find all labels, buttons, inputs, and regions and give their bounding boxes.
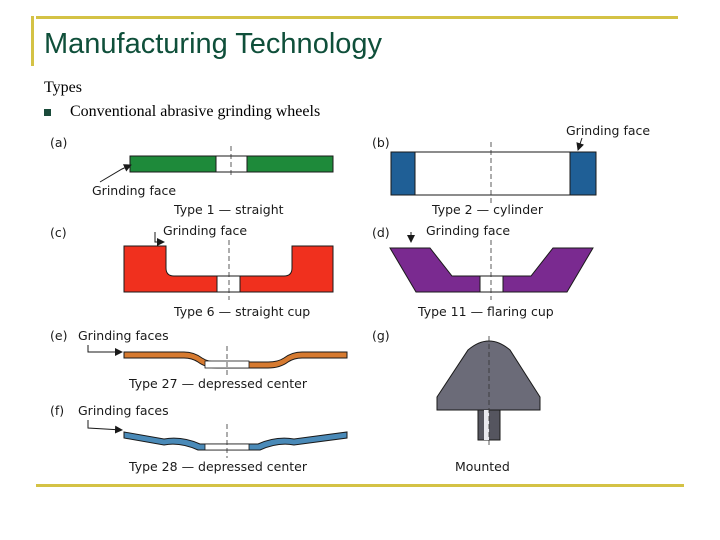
panel-e: (e) Grinding faces Type 27 — depressed c… [50,328,348,391]
panel-b-face-label: Grinding face [566,123,650,138]
panel-c-type-label: Type 6 — straight cup [173,304,310,319]
panel-e-type-label: Type 27 — depressed center [128,376,308,391]
type27-wheel [123,351,348,369]
panel-c-letter: (c) [50,225,67,240]
panel-f-face-label: Grinding faces [78,403,169,418]
panel-d-face-label: Grinding face [426,223,510,238]
panel-c: (c) Grinding face Type 6 — straight cup [50,223,334,319]
panel-b-type-label: Type 2 — cylinder [431,202,544,217]
type6-hole [216,275,241,293]
bullet-text: Conventional abrasive grinding wheels [70,103,321,120]
mounted-wheel [436,340,541,411]
bullet-marker [44,109,51,116]
panel-a-type-label: Type 1 — straight [173,202,284,217]
type11-hole [479,275,504,293]
left-rule [31,16,34,66]
slide-subtitle: Types [44,79,82,96]
panel-f-letter: (f) [50,403,64,418]
bottom-rule [36,484,684,487]
panel-e-face-label: Grinding faces [78,328,169,343]
type11-cup [389,247,594,293]
panel-f-type-label: Type 28 — depressed center [128,459,308,474]
panel-b-letter: (b) [372,135,390,150]
panel-a-face-label: Grinding face [92,183,176,198]
type6-cup [123,245,334,293]
panel-g-type-label: Mounted [455,459,510,474]
panel-g: (g) Mounted [372,328,541,474]
panel-d-type-label: Type 11 — flaring cup [417,304,554,319]
panel-b: (b) Grinding face Type 2 — cylinder [372,123,650,217]
panel-g-letter: (g) [372,328,390,343]
panel-a: (a) Grinding face Type 1 — straight [50,135,334,217]
panel-d: (d) Grinding face Type 11 — flaring cup [372,223,594,319]
panel-c-face-label: Grinding face [163,223,247,238]
type2-right-wall [569,151,597,196]
type2-left-wall [390,151,416,196]
panel-f: (f) Grinding faces Type 28 — depressed c… [50,403,348,474]
slide-title: Manufacturing Technology [44,28,383,60]
panel-d-letter: (d) [372,225,390,240]
type1-hole [215,155,248,173]
panel-e-letter: (e) [50,328,67,343]
top-rule [36,16,678,19]
panel-a-letter: (a) [50,135,67,150]
